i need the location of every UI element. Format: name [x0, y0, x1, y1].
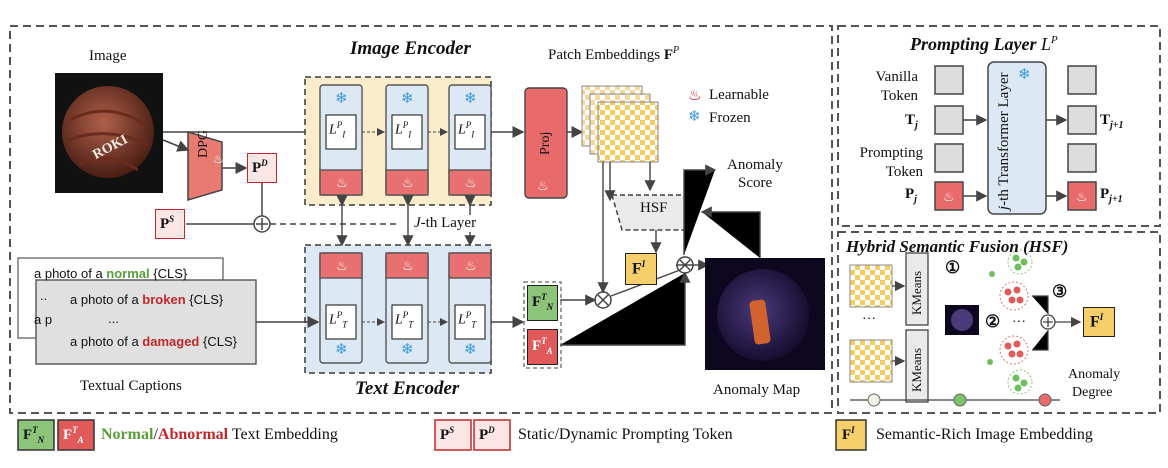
legend-fi-box [835, 419, 867, 451]
caption-normal: a photo of a normal {CLS} [34, 266, 188, 281]
anomaly-score-line2: Score [738, 175, 773, 191]
prompting-layer-diagram [934, 61, 1097, 215]
kmeans-label-2: KMeans [909, 347, 924, 392]
vanilla-token-label: Vanilla Token [875, 69, 919, 104]
caption-card-abnormal [35, 279, 257, 365]
legend-pd-label: PD [479, 425, 495, 443]
patch-embeddings-label: Patch Embeddings FP [548, 45, 680, 63]
snowflake-icon: ❄ [464, 91, 477, 107]
legend-image-embedding-text: Semantic-Rich Image Embedding [876, 426, 1093, 443]
snowflake-icon: ❄ [335, 91, 348, 107]
anomaly-degree-line1: Anomaly [1068, 367, 1121, 382]
text-embedding-abnormal: FTA [527, 329, 558, 365]
anomaly-score-line1: Anomaly [727, 157, 783, 173]
flame-icon: ♨ [402, 175, 414, 190]
flame-icon: ♨ [465, 175, 477, 190]
snowflake-icon: ❄ [335, 342, 348, 358]
flame-icon: ♨ [688, 88, 702, 104]
jth-layer-label: J-th Layer [412, 215, 479, 232]
image-label: Image [89, 48, 127, 64]
anomaly-degree-line2: Degree [1072, 385, 1113, 400]
legend-text-embedding: Normal/Abnormal Text Embedding [101, 426, 338, 443]
transformer-layer-label: j-th Transformer Layer [996, 72, 1012, 210]
text-embedding-normal: FTN [527, 285, 558, 321]
hsf-panel [837, 231, 1161, 414]
layer-label-text-2: LPT [395, 310, 414, 330]
dpg-block [187, 130, 223, 202]
kmeans-label-1: KMeans [909, 270, 924, 315]
main-panel [9, 25, 833, 414]
legend-prompting-token-text: Static/Dynamic Prompting Token [518, 426, 733, 443]
layer-label-text-1: LPT [329, 310, 348, 330]
proj-block [524, 87, 568, 199]
image-encoder-layers [319, 84, 492, 196]
snowflake-icon: ❄ [401, 91, 414, 107]
prompting-layer-panel [837, 25, 1161, 227]
legend-fi-label: FI [842, 425, 855, 443]
dynamic-prompt-token: PD [247, 153, 277, 183]
hsf-ellipsis: ··· [862, 312, 876, 327]
hsf-ellipsis-2: ··· [1012, 315, 1026, 330]
snowflake-icon: ❄ [1018, 67, 1031, 83]
image-embedding-token: FI [625, 253, 657, 285]
caption-damaged: a photo of a damaged {CLS} [70, 334, 237, 349]
step-3-marker: ③ [1052, 282, 1068, 301]
snowflake-icon: ❄ [464, 342, 477, 358]
flame-icon: ♨ [336, 258, 348, 273]
legend-fa-box [57, 419, 95, 451]
caption-ellipsis: ... [108, 311, 119, 326]
flame-icon: ♨ [465, 258, 477, 273]
legend-ps-label: PS [440, 425, 455, 443]
pj1-label: Pj+1 [1100, 186, 1123, 205]
static-prompt-token: PS [155, 209, 185, 239]
legend-ps-box [434, 419, 472, 451]
dpg-label: DPG [196, 129, 211, 158]
hsf-output-token: FI [1083, 307, 1115, 337]
caption-behind-partial: a p [34, 312, 53, 327]
legend-fn-box [17, 419, 55, 451]
flame-icon: ♨ [336, 175, 348, 190]
hsf-label: HSF [640, 200, 668, 216]
tj-label: Tj [905, 112, 918, 131]
pj-label: Pj [905, 186, 917, 205]
flame-icon: ♨ [1076, 189, 1088, 204]
anomaly-map-label: Anomaly Map [713, 382, 801, 398]
tj1-label: Tj+1 [1100, 112, 1124, 131]
step-1-marker: ① [945, 258, 961, 277]
flame-icon: ♨ [402, 258, 414, 273]
layer-label-image-3: LPI [458, 120, 475, 140]
layer-label-image-1: LPI [329, 120, 346, 140]
flame-icon: ♨ [537, 178, 549, 193]
legend-fn-label: FTN [23, 425, 45, 445]
snowflake-icon: ❄ [401, 342, 414, 358]
legend-fa-label: FTA [63, 425, 84, 445]
patch-embeddings-stack [581, 85, 659, 163]
prompting-token-label: Prompting Token [859, 145, 923, 180]
textual-captions-label: Textual Captions [80, 378, 182, 394]
text-encoder-title: Text Encoder [355, 378, 460, 399]
frozen-label: Frozen [709, 110, 751, 126]
hsf-diagram [849, 249, 1082, 407]
prompting-layer-title: Prompting Layer LP [910, 34, 1058, 54]
flame-icon: ♨ [943, 189, 955, 204]
snowflake-icon: ❄ [688, 109, 701, 125]
layer-label-image-2: LPI [395, 120, 412, 140]
caption-behind-ellipsis: .. [40, 288, 48, 303]
legend-pd-box [473, 419, 511, 451]
step-2-marker: ② [985, 312, 1001, 331]
flame-icon: ♨ [213, 152, 224, 166]
hsf-panel-title: Hybrid Semantic Fusion (HSF) [846, 237, 1069, 256]
caption-broken: a photo of a broken {CLS} [70, 292, 224, 307]
image-encoder-title: Image Encoder [350, 38, 471, 59]
text-encoder-layers [319, 252, 492, 364]
layer-label-text-3: LPT [458, 310, 477, 330]
ball-object [62, 86, 154, 178]
proj-label: Proj [538, 131, 553, 155]
learnable-label: Learnable [709, 87, 769, 103]
